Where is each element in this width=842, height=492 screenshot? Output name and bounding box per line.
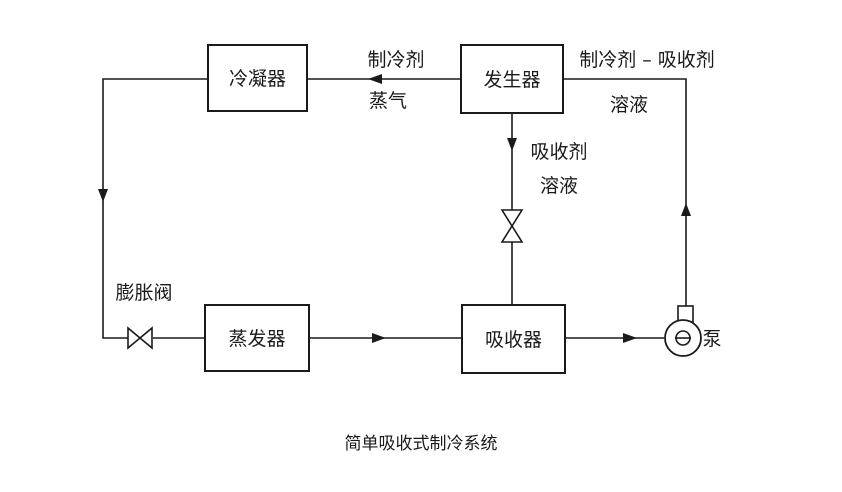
- pump-label: 泵: [702, 328, 721, 350]
- refrigerant-absorbent-label-2: 溶液: [610, 94, 648, 116]
- arrow-to-pump: [623, 333, 637, 343]
- absorbent-solution-label-1: 吸收剂: [530, 141, 587, 163]
- pipe-condenser-to-valve: [102, 78, 208, 339]
- generator-label: 发生器: [483, 69, 540, 91]
- condenser-box: 冷凝器: [207, 44, 308, 112]
- refrigerant-vapor-label-1: 制冷剂: [367, 49, 424, 71]
- refrigerant-absorbent-label-1: 制冷剂 – 吸收剂: [579, 49, 715, 71]
- absorber-label: 吸收器: [485, 329, 542, 351]
- arrow-down-left-line: [98, 189, 108, 202]
- arrow-up-right-line: [681, 203, 691, 216]
- solution-valve-icon: [500, 209, 524, 243]
- absorbent-solution-label-2: 溶液: [540, 175, 578, 197]
- evaporator-box: 蒸发器: [204, 304, 310, 372]
- flow-arrows: [98, 74, 691, 343]
- arrow-down-absorbent: [507, 138, 517, 151]
- absorber-box: 吸收器: [461, 304, 566, 374]
- expansion-valve-label: 膨胀阀: [115, 282, 172, 304]
- generator-box: 发生器: [460, 44, 564, 114]
- arrow-to-condenser: [368, 74, 382, 84]
- pipe-pump-to-generator: [563, 78, 687, 320]
- refrigerant-vapor-label-2: 蒸气: [369, 90, 407, 112]
- pipes: [102, 78, 687, 339]
- evaporator-label: 蒸发器: [228, 328, 285, 350]
- condenser-label: 冷凝器: [229, 68, 286, 90]
- arrow-to-absorber: [372, 333, 386, 343]
- pump-icon: [664, 305, 702, 357]
- expansion-valve-icon: [127, 326, 153, 350]
- figure-caption: 简单吸收式制冷系统: [345, 434, 498, 454]
